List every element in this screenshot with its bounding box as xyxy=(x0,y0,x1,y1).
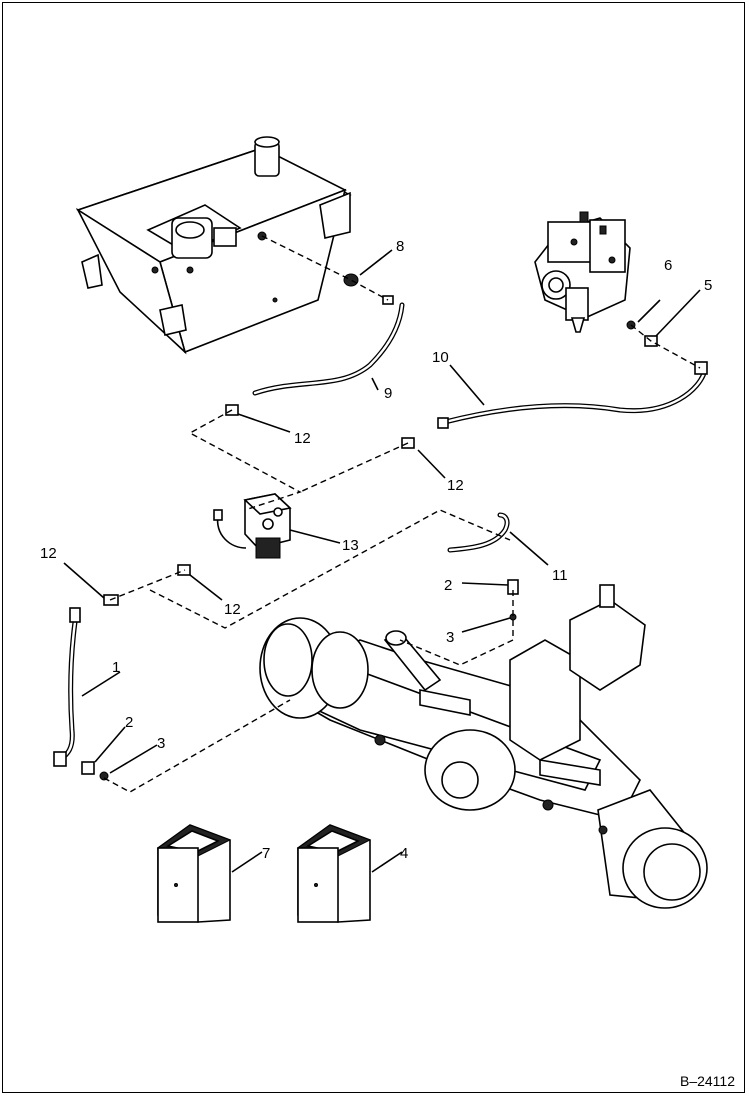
control-valve xyxy=(213,493,292,559)
filter-element-7 xyxy=(156,824,232,923)
hose-1 xyxy=(57,619,78,763)
callout-2a: 2 xyxy=(125,714,133,731)
callout-12b: 12 xyxy=(447,477,464,494)
hose-9 xyxy=(252,302,405,396)
callout-3b: 3 xyxy=(446,629,454,646)
callout-7: 7 xyxy=(262,845,270,862)
leader-lines xyxy=(63,249,701,873)
routing-lines xyxy=(103,235,701,793)
callout-4: 4 xyxy=(400,845,408,862)
callout-12a: 12 xyxy=(294,430,311,447)
callout-3a: 3 xyxy=(157,735,165,752)
callout-2b: 2 xyxy=(444,577,452,594)
callout-5: 5 xyxy=(704,277,712,294)
callout-10: 10 xyxy=(432,349,449,366)
callout-11: 11 xyxy=(552,567,568,584)
hose-11 xyxy=(447,512,510,553)
callout-12d: 12 xyxy=(224,601,241,618)
hydraulic-tank xyxy=(75,136,352,355)
callout-12c: 12 xyxy=(40,545,57,562)
callout-9: 9 xyxy=(384,385,392,402)
callout-13: 13 xyxy=(342,537,359,554)
callout-1: 1 xyxy=(112,659,120,676)
hydraulic-pump xyxy=(534,211,631,333)
drive-axle xyxy=(259,584,708,909)
filter-element-4 xyxy=(296,824,372,923)
callout-6: 6 xyxy=(664,257,672,274)
figure-reference-code: B–24112 xyxy=(679,1073,735,1089)
callout-8: 8 xyxy=(396,238,404,255)
hose-10 xyxy=(442,367,708,425)
